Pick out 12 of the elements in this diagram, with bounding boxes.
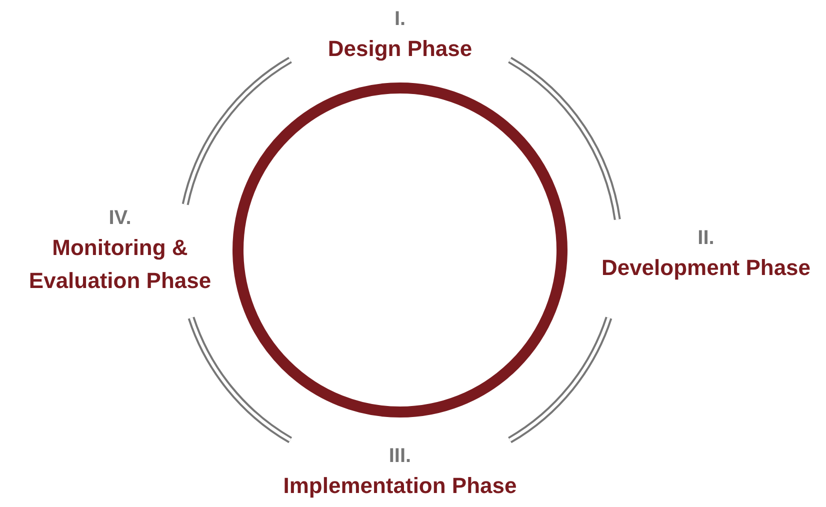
phase-number: II. <box>698 226 714 251</box>
phase-title: Design Phase <box>326 35 474 63</box>
phase-number: III. <box>388 444 412 469</box>
phase-number: I. <box>394 7 406 32</box>
phase-number: IV. <box>108 206 132 231</box>
double-arc <box>508 56 621 220</box>
double-arc <box>188 316 292 444</box>
double-arc <box>508 316 612 444</box>
phase-title: Monitoring & Evaluation Phase <box>28 234 212 295</box>
phase-title: Development Phase <box>600 254 812 282</box>
double-arc <box>182 56 292 206</box>
phase-title: Implementation Phase <box>282 472 518 500</box>
